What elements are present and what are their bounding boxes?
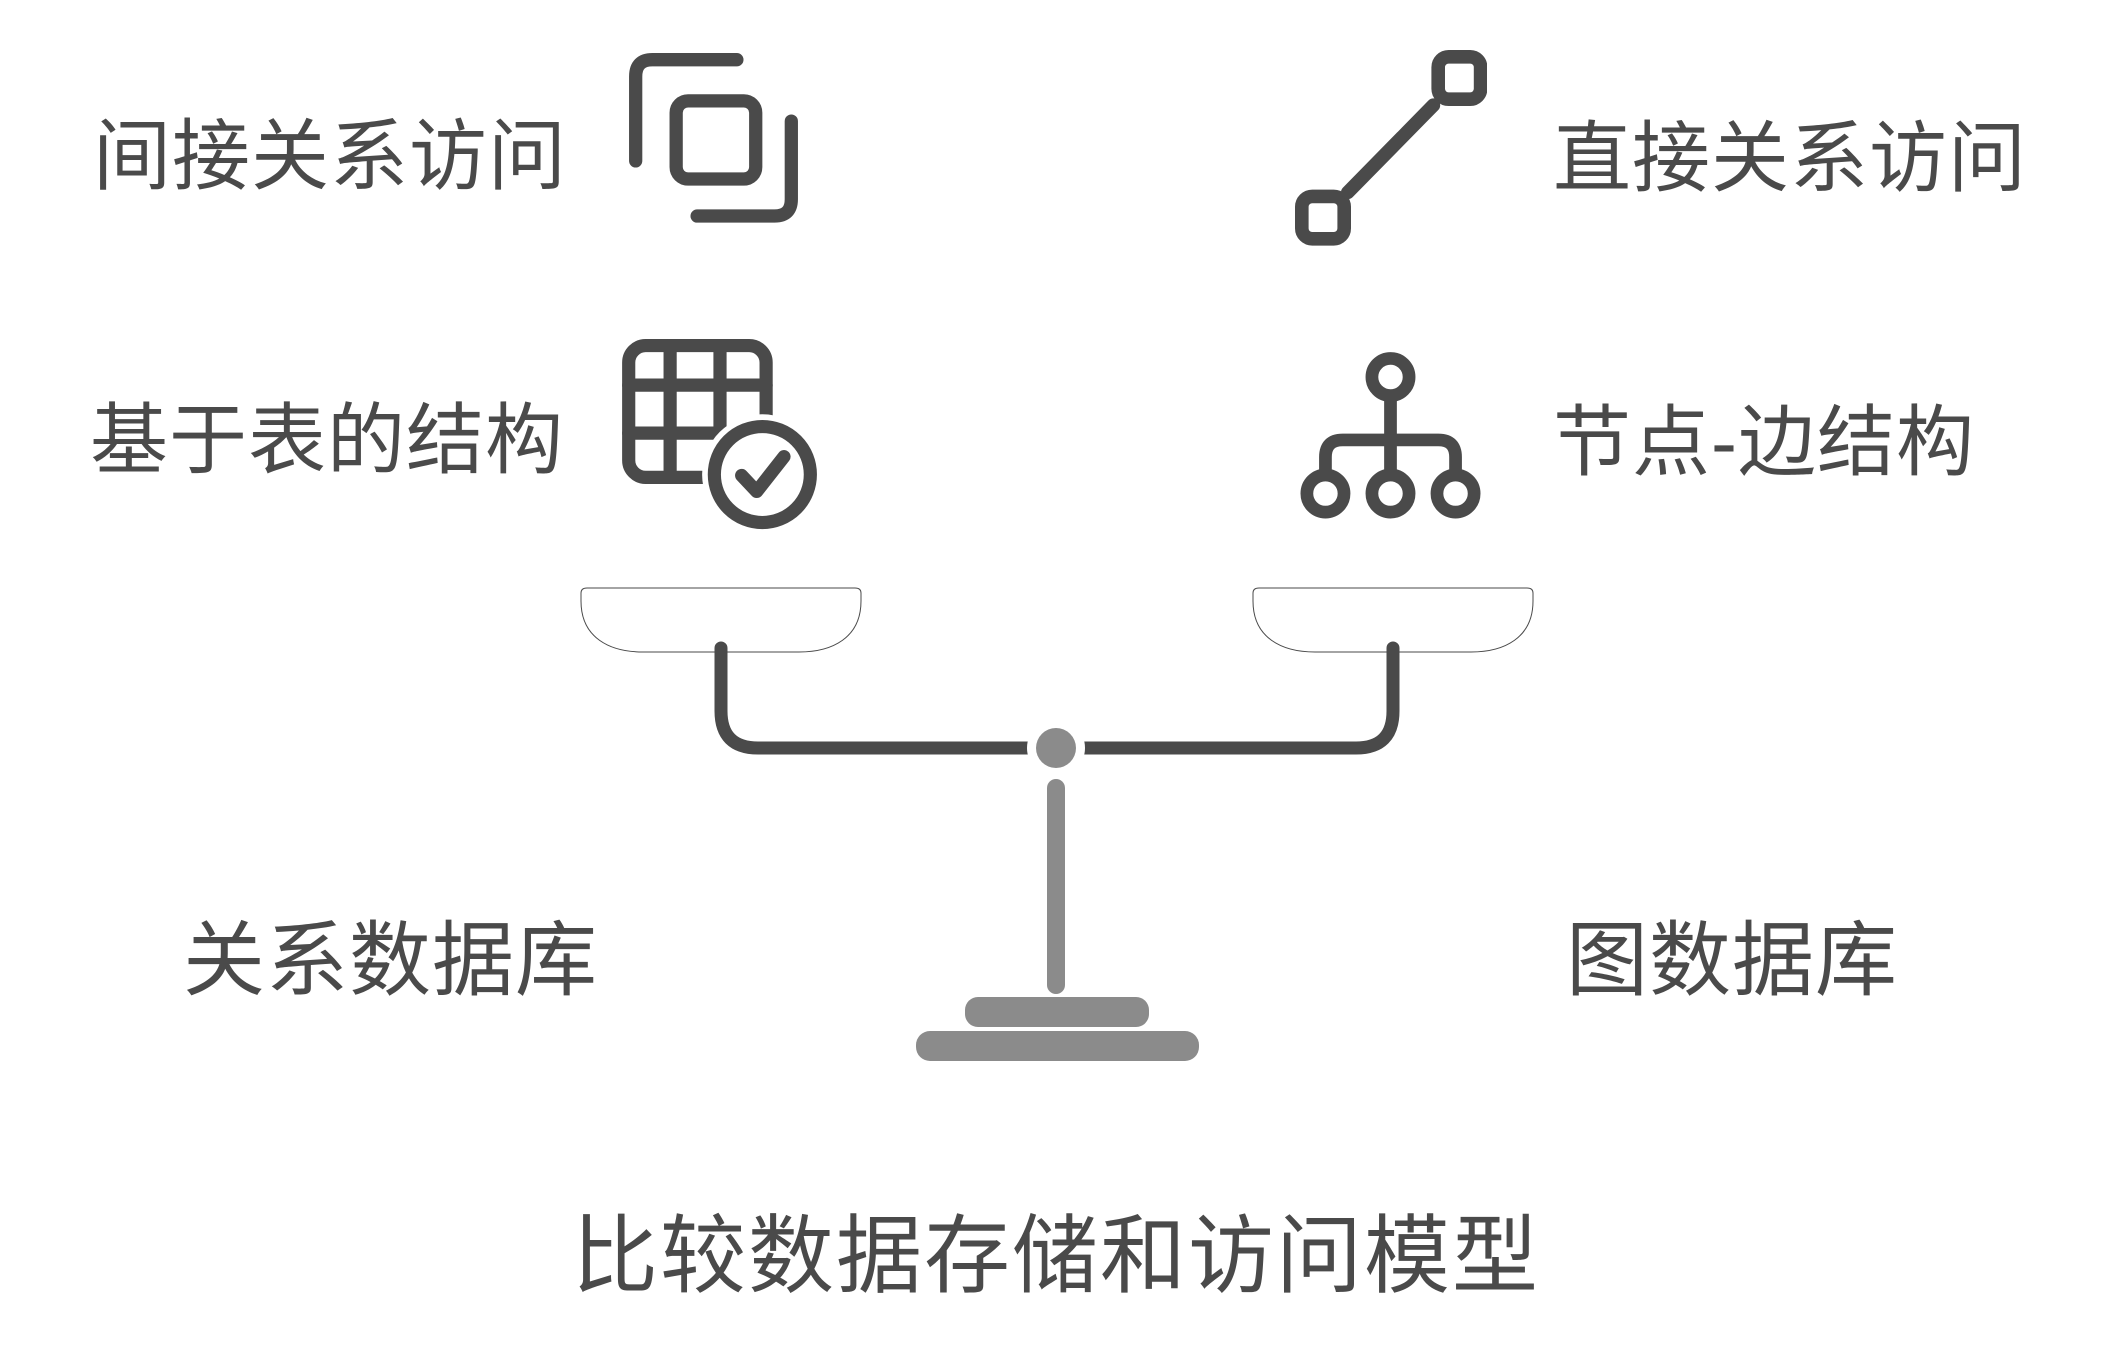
table-check-icon <box>622 339 818 531</box>
right-database-label: 图数据库 <box>1566 915 1899 1007</box>
left-access-label: 间接关系访问 <box>93 112 568 200</box>
balance-scale <box>580 587 1534 1061</box>
diagram-title: 比较数据存储和访问模型 <box>572 1208 1540 1305</box>
scale-pole <box>1047 779 1065 994</box>
node-edge-connection-icon <box>1295 50 1487 246</box>
scale-base-upper <box>965 997 1149 1027</box>
pivot-knob <box>1036 728 1076 768</box>
right-structure-label: 节点-边结构 <box>1553 398 1975 486</box>
left-structure-label: 基于表的结构 <box>90 396 565 484</box>
left-database-label: 关系数据库 <box>183 915 599 1007</box>
overlapping-squares-icon <box>629 53 798 223</box>
right-access-label: 直接关系访问 <box>1553 114 2028 202</box>
scale-base-lower <box>916 1031 1199 1061</box>
right-scale-pan <box>1252 587 1534 653</box>
tree-hierarchy-icon <box>1300 352 1481 519</box>
left-scale-pan <box>580 587 862 653</box>
